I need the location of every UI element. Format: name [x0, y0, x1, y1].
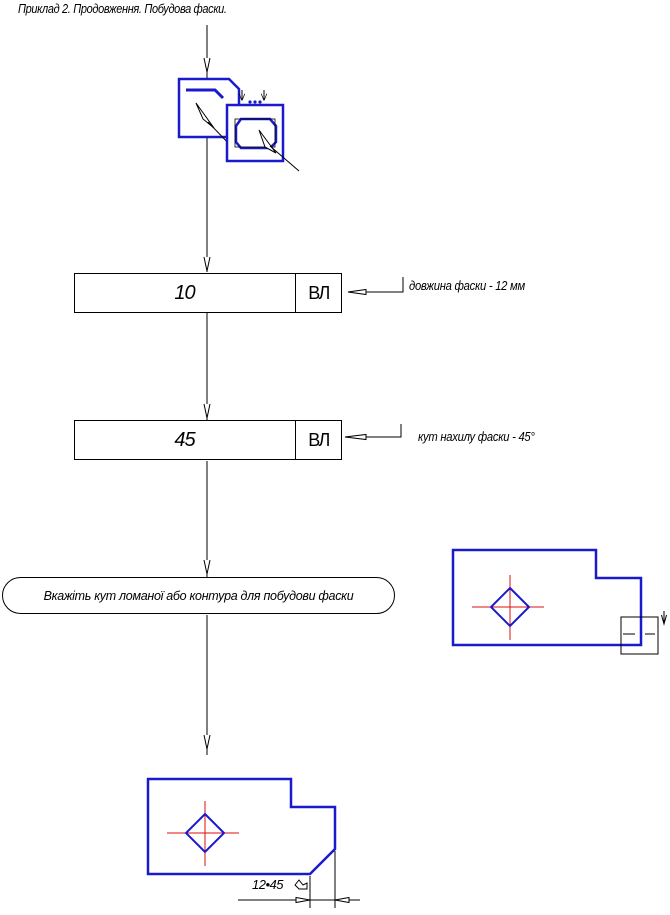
chamfer-dimension-label: 12•45: [252, 877, 283, 892]
chamfer-tool-icon[interactable]: [177, 77, 241, 148]
chamfer-contour-tool-icon[interactable]: [225, 90, 300, 172]
chamfer-length-note: довжина фаски - 12 мм: [409, 279, 525, 293]
chamfer-dimension: [238, 851, 360, 908]
part-with-chamfer: [146, 777, 337, 876]
flow-arrows: [203, 57, 211, 750]
chamfer-length-vl-button[interactable]: ВЛ: [295, 274, 341, 312]
chamfer-angle-value[interactable]: 45: [174, 428, 195, 451]
part-before-chamfer: [451, 548, 667, 655]
chamfer-angle-note: кут нахилу фаски - 45°: [418, 430, 535, 444]
callout-angle: [344, 424, 402, 441]
chamfer-length-value[interactable]: 10: [174, 281, 195, 304]
chamfer-angle-vl-button[interactable]: ВЛ: [295, 421, 341, 459]
page-title: Приклад 2. Продовження. Побудова фаски.: [18, 2, 227, 16]
chamfer-length-field[interactable]: 10 ВЛ: [74, 273, 342, 313]
callout-length: [347, 277, 404, 296]
chamfer-angle-field[interactable]: 45 ВЛ: [74, 420, 342, 460]
command-prompt: Вкажіть кут ломаної або контура для побу…: [2, 577, 395, 614]
